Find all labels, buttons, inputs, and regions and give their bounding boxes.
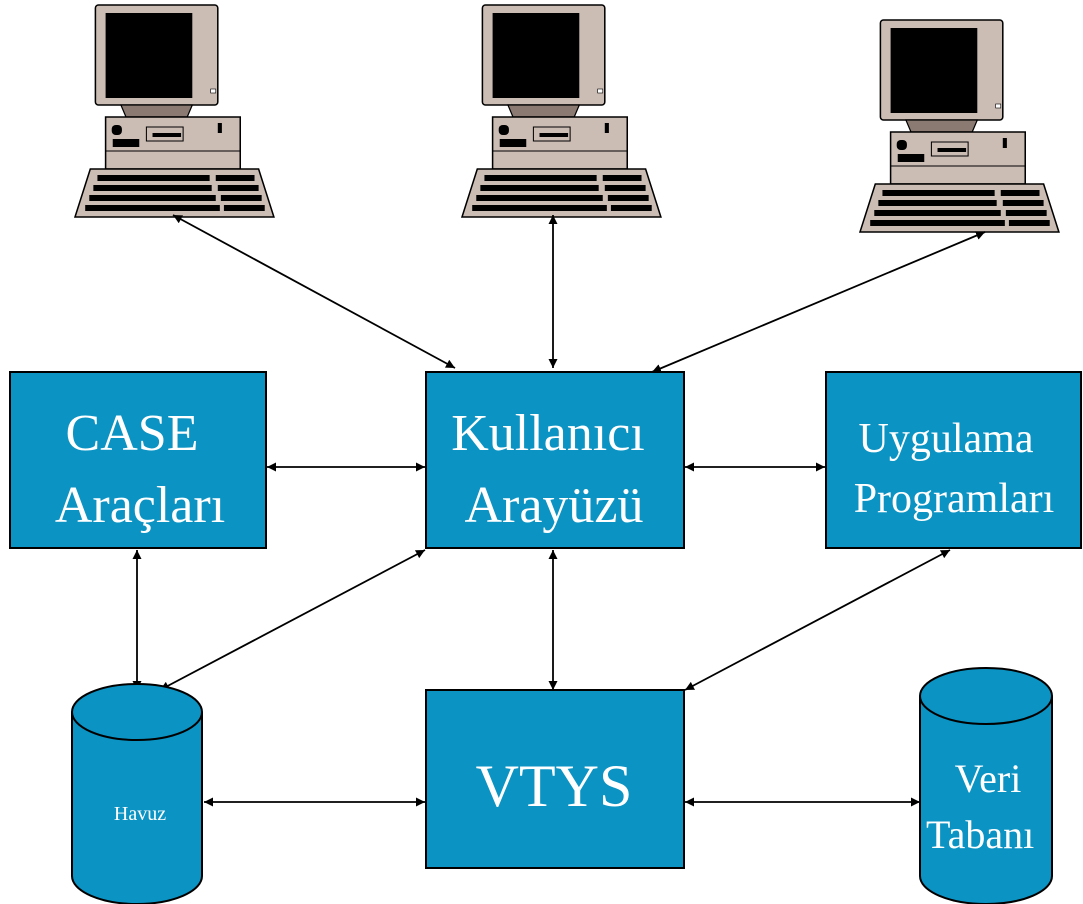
case-tools-label-line2: Araçları (55, 477, 225, 534)
database-cylinder: Veri Tabanı (919, 667, 1053, 904)
repository-cylinder: Havuz (71, 683, 203, 904)
connection-arrows (132, 214, 986, 807)
case-tools-box: CASE Araçları (9, 371, 267, 549)
database-label-line2: Tabanı (926, 812, 1034, 857)
database-label-line1: Veri (955, 756, 1022, 801)
computer-icon-right (859, 19, 1060, 233)
applications-box: Uygulama Programları (825, 371, 1082, 549)
dbms-label: VTYS (476, 753, 633, 819)
arrow-apps-to-dbms (684, 549, 951, 691)
case-tools-label-line1: CASE (66, 405, 199, 462)
arrow-ui-to-repository (159, 549, 426, 691)
applications-label-line2: Programları (854, 476, 1055, 522)
arrow-left-computer-to-ui (172, 214, 456, 369)
repository-label: Havuz (114, 803, 166, 825)
applications-label-line1: Uygulama (859, 416, 1034, 462)
user-interface-label-line1: Kullanıcı (451, 405, 645, 462)
computer-icon-left (74, 4, 275, 218)
user-interface-label-line2: Arayüzü (464, 477, 643, 534)
dbms-box: VTYS (425, 689, 685, 869)
user-interface-box: Kullanıcı Arayüzü (425, 371, 685, 549)
arrow-right-computer-to-ui (651, 231, 986, 373)
computer-icon-center (461, 4, 662, 218)
